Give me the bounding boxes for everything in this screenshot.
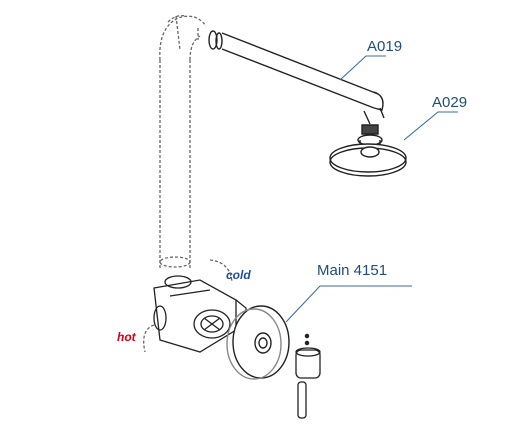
label-arm: A019 — [367, 38, 403, 55]
label-head: A029 — [432, 94, 468, 111]
leader-arm — [339, 55, 386, 81]
mixer-valve-body — [153, 275, 247, 353]
label-cold: cold — [226, 268, 251, 282]
label-mixer: Main 4151 — [317, 262, 388, 279]
shower-head — [329, 124, 407, 177]
leader-mixer — [285, 285, 412, 323]
label-hot: hot — [117, 330, 136, 344]
in-wall-pipe — [143, 14, 233, 353]
leader-lines — [285, 55, 458, 323]
shower-arm — [208, 30, 385, 125]
escutcheon-plate — [226, 305, 290, 380]
mixer-handle — [295, 333, 321, 419]
leader-head — [403, 111, 458, 141]
